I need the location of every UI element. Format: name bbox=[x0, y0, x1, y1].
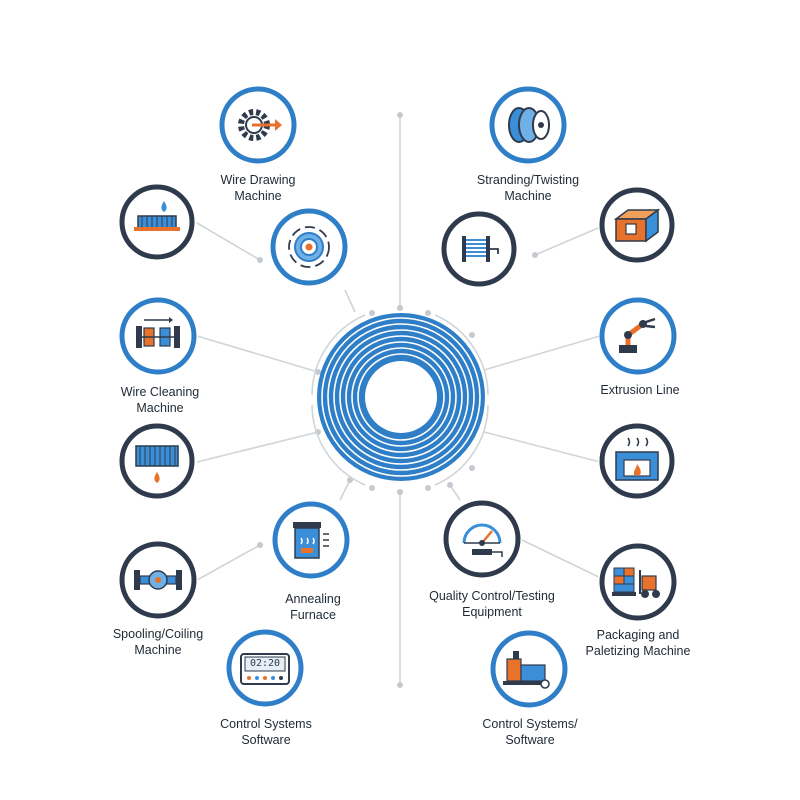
rotating-coil-node bbox=[270, 208, 348, 286]
label-line: Spooling/Coiling bbox=[112, 627, 204, 641]
connector-line bbox=[534, 224, 606, 256]
robot-arm-node bbox=[599, 297, 677, 375]
label-line: Paletizing Machine bbox=[585, 644, 691, 658]
label-packaging: Packaging and Paletizing Machine bbox=[548, 627, 728, 659]
forklift-pallet-icon bbox=[599, 543, 677, 621]
label-line: Packaging and bbox=[596, 628, 680, 642]
connector-line bbox=[483, 431, 601, 463]
cleaning-brush-drop-node bbox=[118, 183, 196, 261]
connector-arc bbox=[434, 404, 489, 486]
connector-dot bbox=[369, 310, 375, 316]
label-annealing: Annealing Furnace bbox=[223, 591, 403, 623]
label-extrusion: Extrusion Line bbox=[550, 382, 730, 398]
label-line: Control Systems bbox=[220, 717, 312, 731]
extrusion-block-node bbox=[598, 186, 676, 264]
wire-winder-icon bbox=[441, 211, 517, 287]
connector-dot bbox=[447, 482, 453, 488]
annealing-oven-node bbox=[271, 500, 351, 580]
connector-dot bbox=[469, 332, 475, 338]
connector-line bbox=[344, 289, 356, 313]
label-spooling: Spooling/Coiling Machine bbox=[68, 626, 248, 658]
label-line: Machine bbox=[134, 643, 182, 657]
connector-line bbox=[483, 335, 601, 371]
cleaning-rollers-icon bbox=[119, 297, 197, 375]
wire-winder-node bbox=[440, 210, 518, 288]
label-line: Software bbox=[241, 733, 291, 747]
label-line: Machine bbox=[136, 401, 184, 415]
forklift-pallet-node bbox=[598, 542, 678, 622]
furnace-icon bbox=[599, 423, 675, 499]
spool-roller-node bbox=[118, 540, 198, 620]
connector-dot bbox=[315, 369, 321, 375]
annealing-oven-icon bbox=[272, 501, 350, 579]
connector-dot bbox=[397, 489, 403, 495]
spool-reels-node bbox=[489, 86, 567, 164]
connector-line bbox=[196, 431, 319, 463]
robot-arm-icon bbox=[599, 297, 677, 375]
connector-line bbox=[196, 222, 261, 261]
brush-drip-node bbox=[118, 422, 196, 500]
brush-drip-icon bbox=[119, 423, 195, 499]
label-line: Software bbox=[505, 733, 555, 747]
connector-dot bbox=[257, 542, 263, 548]
label-line: Wire Cleaning bbox=[120, 385, 200, 399]
cleaning-brush-drop-icon bbox=[119, 184, 195, 260]
label-control-left: Control Systems Software bbox=[176, 716, 356, 748]
connector-arc bbox=[434, 314, 489, 396]
rotating-coil-icon bbox=[270, 208, 348, 286]
connector-dot bbox=[469, 465, 475, 471]
label-line: Wire Drawing bbox=[220, 173, 296, 187]
pressure-gauge-icon bbox=[443, 500, 521, 578]
connector-line bbox=[521, 539, 606, 581]
pressure-gauge-node bbox=[442, 499, 522, 579]
label-line: Stranding/Twisting bbox=[476, 173, 580, 187]
spool-reels-icon bbox=[489, 86, 567, 164]
label-line: Control Systems/ bbox=[482, 717, 578, 731]
extrusion-block-icon bbox=[599, 187, 675, 263]
gear-arrow-icon bbox=[219, 86, 297, 164]
wire-coil-icon bbox=[317, 313, 485, 481]
connector-dot bbox=[532, 252, 538, 258]
display-readout: 02:20 bbox=[249, 658, 281, 669]
connector-arc bbox=[311, 404, 366, 486]
label-line: Extrusion Line bbox=[600, 383, 680, 397]
connector-dot bbox=[369, 485, 375, 491]
center-coil bbox=[316, 312, 486, 482]
cleaning-rollers-node bbox=[118, 296, 198, 376]
connector-arc bbox=[311, 314, 366, 396]
label-quality: Quality Control/Testing Equipment bbox=[402, 588, 582, 620]
packaging-machine-icon bbox=[490, 630, 568, 708]
connector-line bbox=[339, 479, 351, 501]
label-line: Equipment bbox=[462, 605, 522, 619]
label-wire-drawing: Wire Drawing Machine bbox=[168, 172, 348, 204]
connector-dot bbox=[425, 485, 431, 491]
connector-dot bbox=[397, 112, 403, 118]
label-line: Furnace bbox=[290, 608, 336, 622]
spool-roller-icon bbox=[119, 541, 197, 619]
digital-display-node: 02:20 bbox=[225, 628, 305, 708]
label-wire-cleaning: Wire Cleaning Machine bbox=[70, 384, 250, 416]
connector-line bbox=[449, 484, 461, 501]
label-line: Machine bbox=[234, 189, 282, 203]
connector-dot bbox=[397, 682, 403, 688]
connector-dot bbox=[425, 310, 431, 316]
label-control-right: Control Systems/ Software bbox=[440, 716, 620, 748]
connector-line bbox=[196, 544, 261, 581]
label-line: Quality Control/Testing bbox=[429, 589, 555, 603]
connector-line bbox=[196, 335, 319, 373]
label-line: Annealing bbox=[285, 592, 341, 606]
packaging-machine-node bbox=[489, 629, 569, 709]
connector-dot bbox=[397, 305, 403, 311]
label-stranding: Stranding/Twisting Machine bbox=[438, 172, 618, 204]
label-line: Machine bbox=[504, 189, 552, 203]
gear-arrow-node bbox=[219, 86, 297, 164]
furnace-node bbox=[598, 422, 676, 500]
digital-display-icon bbox=[226, 629, 304, 707]
connector-dot bbox=[257, 257, 263, 263]
